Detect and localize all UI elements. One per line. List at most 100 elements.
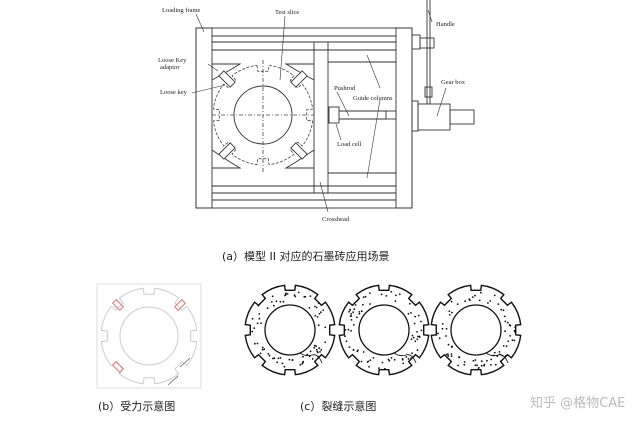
particle-dot	[447, 343, 450, 346]
particle-dot	[463, 361, 466, 363]
particle-dot	[317, 302, 320, 304]
particle-dot	[411, 352, 413, 355]
label-guide-columns: Guide columns	[353, 95, 393, 102]
force-arrow	[179, 357, 191, 368]
particle-dot	[267, 353, 270, 355]
particle-dot	[353, 308, 356, 311]
crack-line	[299, 352, 323, 364]
particle-dot	[294, 295, 297, 298]
loose-key	[290, 142, 308, 160]
label-gear-box: Gear box	[441, 79, 466, 86]
caption-a: (a）模型 II 对应的石墨砖应用场景	[222, 249, 390, 263]
particle-dot	[275, 300, 278, 303]
particle-dot	[474, 294, 476, 297]
label-loose-key-adaptor-2: adaptor	[160, 64, 180, 71]
particle-dot	[395, 294, 397, 297]
particle-dot	[414, 340, 417, 343]
particle-dot	[271, 295, 274, 298]
particle-dot	[390, 290, 393, 293]
particle-dot	[390, 357, 393, 359]
cracked-ring	[244, 284, 336, 376]
particle-dot	[498, 351, 501, 353]
load-point-marker	[173, 298, 187, 312]
watermark: 知乎 @格物CAE	[530, 395, 625, 411]
particle-dot	[314, 305, 316, 308]
particle-dot	[412, 336, 415, 339]
particle-dot	[309, 295, 312, 298]
particle-dot	[408, 302, 411, 305]
particle-dot	[350, 319, 353, 321]
particle-dot	[398, 293, 401, 296]
particle-dot	[317, 324, 320, 327]
test-rig-drawing: Loading frame Test slice Loose Key adapt…	[158, 0, 475, 223]
particle-dot	[490, 364, 492, 366]
particle-dot	[366, 361, 369, 363]
particle-dot	[472, 359, 475, 362]
particle-dot	[402, 362, 405, 365]
gear-box	[417, 103, 451, 131]
particle-dot	[378, 367, 380, 369]
particle-dot	[490, 358, 493, 361]
particle-dot	[514, 326, 516, 328]
particle-dot	[451, 311, 453, 314]
particle-dot	[381, 361, 384, 364]
particle-dot	[318, 313, 321, 315]
particle-dot	[283, 365, 286, 368]
particle-dot	[414, 315, 416, 318]
ring-outline	[100, 287, 198, 385]
particle-dot	[410, 312, 412, 314]
particle-dot	[411, 334, 414, 337]
loose-key	[218, 142, 236, 160]
particle-dot	[350, 330, 352, 332]
caption-c: (c）裂缝示意图	[300, 399, 376, 413]
particle-dot	[257, 304, 260, 307]
particle-dot	[299, 364, 302, 366]
particle-dot	[420, 329, 423, 332]
particle-dot	[416, 331, 418, 333]
particle-dot	[513, 330, 516, 333]
particle-dot	[456, 303, 459, 305]
label-test-slice: Test slice	[275, 9, 299, 16]
particle-dot	[301, 363, 304, 365]
particle-dot	[259, 352, 262, 355]
particle-dot	[407, 358, 410, 360]
particle-dot	[486, 359, 488, 362]
particle-dot	[261, 348, 264, 351]
particle-dot	[360, 360, 363, 363]
particle-dot	[438, 337, 441, 340]
particle-dot	[281, 362, 284, 365]
particle-dot	[447, 355, 450, 357]
particle-dot	[413, 322, 416, 325]
particle-dot	[502, 309, 505, 312]
particle-dot	[450, 346, 453, 348]
particle-dot	[356, 316, 358, 319]
ring-bore	[358, 304, 410, 356]
particle-dot	[479, 291, 482, 294]
particle-dot	[497, 303, 500, 305]
caption-b: (b）受力示意图	[98, 399, 175, 413]
particle-dot	[502, 345, 505, 347]
particle-dot	[418, 335, 421, 338]
particle-dot	[416, 349, 419, 352]
test-slice-outline	[212, 64, 314, 166]
particle-dot	[276, 361, 279, 364]
particle-dot	[352, 324, 355, 326]
particle-dot	[480, 364, 483, 367]
particle-dot	[388, 359, 391, 362]
particle-dot	[478, 299, 481, 302]
particle-dot	[258, 317, 261, 320]
particle-dot	[291, 359, 294, 362]
particle-dot	[282, 300, 285, 303]
particle-dot	[448, 310, 451, 313]
figure-b-frame	[96, 283, 202, 389]
particle-dot	[324, 326, 327, 329]
particle-dot	[507, 340, 510, 343]
particle-dot	[494, 363, 497, 366]
particle-dot	[489, 300, 492, 302]
particle-dot	[384, 367, 386, 370]
particle-dot	[437, 332, 439, 335]
particle-dot	[284, 294, 286, 297]
particle-dot	[476, 364, 478, 367]
particle-dot	[258, 313, 261, 315]
particle-dot	[356, 350, 359, 353]
